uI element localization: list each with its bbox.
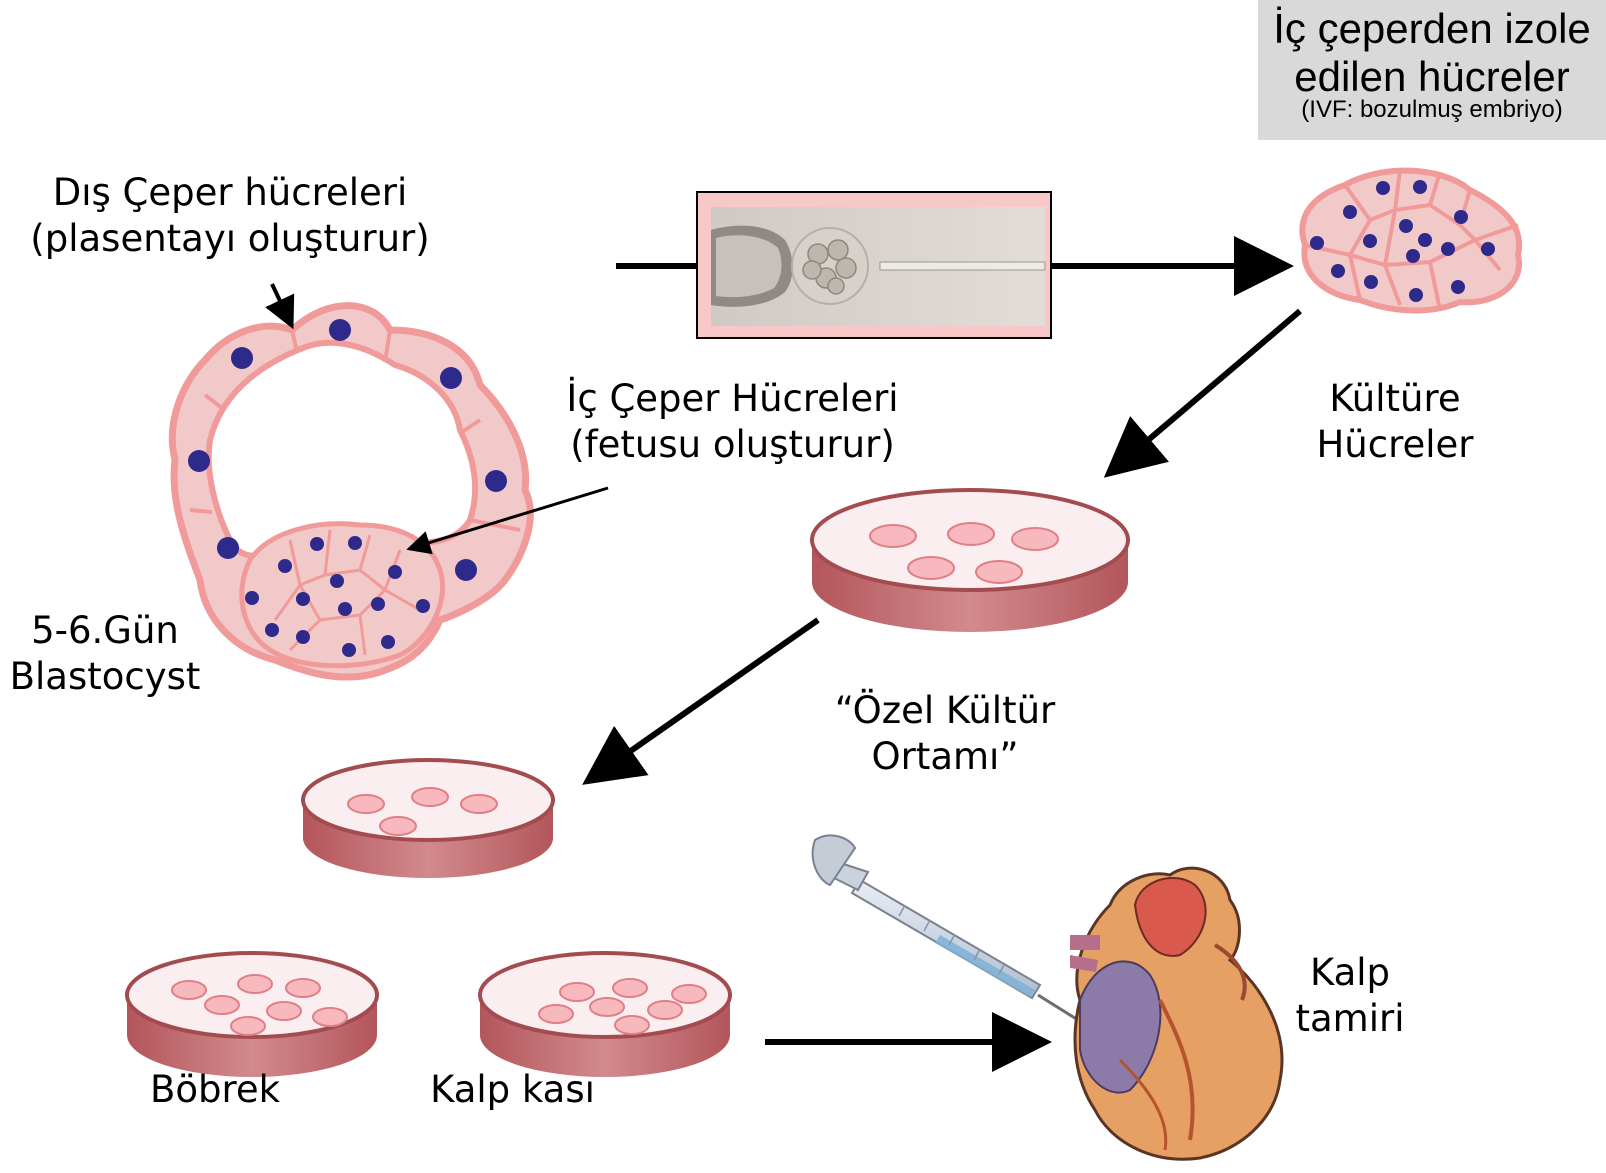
label-kidney: Böbrek bbox=[130, 1067, 300, 1113]
label-inner-cells-line-1: İç Çeper Hücreleri bbox=[545, 376, 920, 422]
cultured-cell-cluster bbox=[1302, 170, 1519, 310]
label-culture-cells-line-2: Hücreler bbox=[1300, 422, 1490, 468]
label-blastocyst: 5-6.Gün Blastocyst bbox=[0, 608, 210, 700]
label-heart-muscle: Kalp kası bbox=[420, 1067, 605, 1113]
label-heart-repair-line-2: tamiri bbox=[1275, 996, 1425, 1042]
heart-icon bbox=[1070, 868, 1282, 1159]
arrow-dish-to-medium bbox=[592, 620, 818, 778]
label-culture-cells-line-1: Kültüre bbox=[1300, 376, 1490, 422]
culture-dish-medium bbox=[303, 760, 553, 878]
blastocyst bbox=[172, 306, 530, 677]
arrow-cluster-to-dish bbox=[1113, 311, 1300, 470]
label-inner-cells: İç Çeper Hücreleri (fetusu oluşturur) bbox=[545, 376, 920, 468]
label-special-medium: “Özel Kültür Ortamı” bbox=[830, 688, 1060, 780]
label-special-medium-line-2: Ortamı” bbox=[830, 734, 1060, 780]
micropipette-photo bbox=[697, 192, 1051, 338]
arrow-outer-cells bbox=[272, 284, 290, 322]
syringe-icon bbox=[813, 835, 1110, 1040]
label-outer-cells-line-1: Dış Çeper hücreleri bbox=[20, 170, 440, 216]
label-blastocyst-line-1: 5-6.Gün bbox=[0, 608, 210, 654]
label-inner-cells-line-2: (fetusu oluşturur) bbox=[545, 422, 920, 468]
label-culture-cells: Kültüre Hücreler bbox=[1300, 376, 1490, 468]
culture-dish-kidney bbox=[127, 953, 377, 1077]
label-outer-cells-line-2: (plasentayı oluşturur) bbox=[20, 216, 440, 262]
culture-dish-heart-muscle bbox=[480, 953, 730, 1077]
inner-cell-mass bbox=[242, 524, 443, 666]
label-heart-repair-line-1: Kalp bbox=[1275, 950, 1425, 996]
label-blastocyst-line-2: Blastocyst bbox=[0, 654, 210, 700]
culture-dish-large bbox=[812, 490, 1128, 632]
label-heart-repair: Kalp tamiri bbox=[1275, 950, 1425, 1042]
label-special-medium-line-1: “Özel Kültür bbox=[830, 688, 1060, 734]
label-outer-cells: Dış Çeper hücreleri (plasentayı oluşturu… bbox=[20, 170, 440, 262]
